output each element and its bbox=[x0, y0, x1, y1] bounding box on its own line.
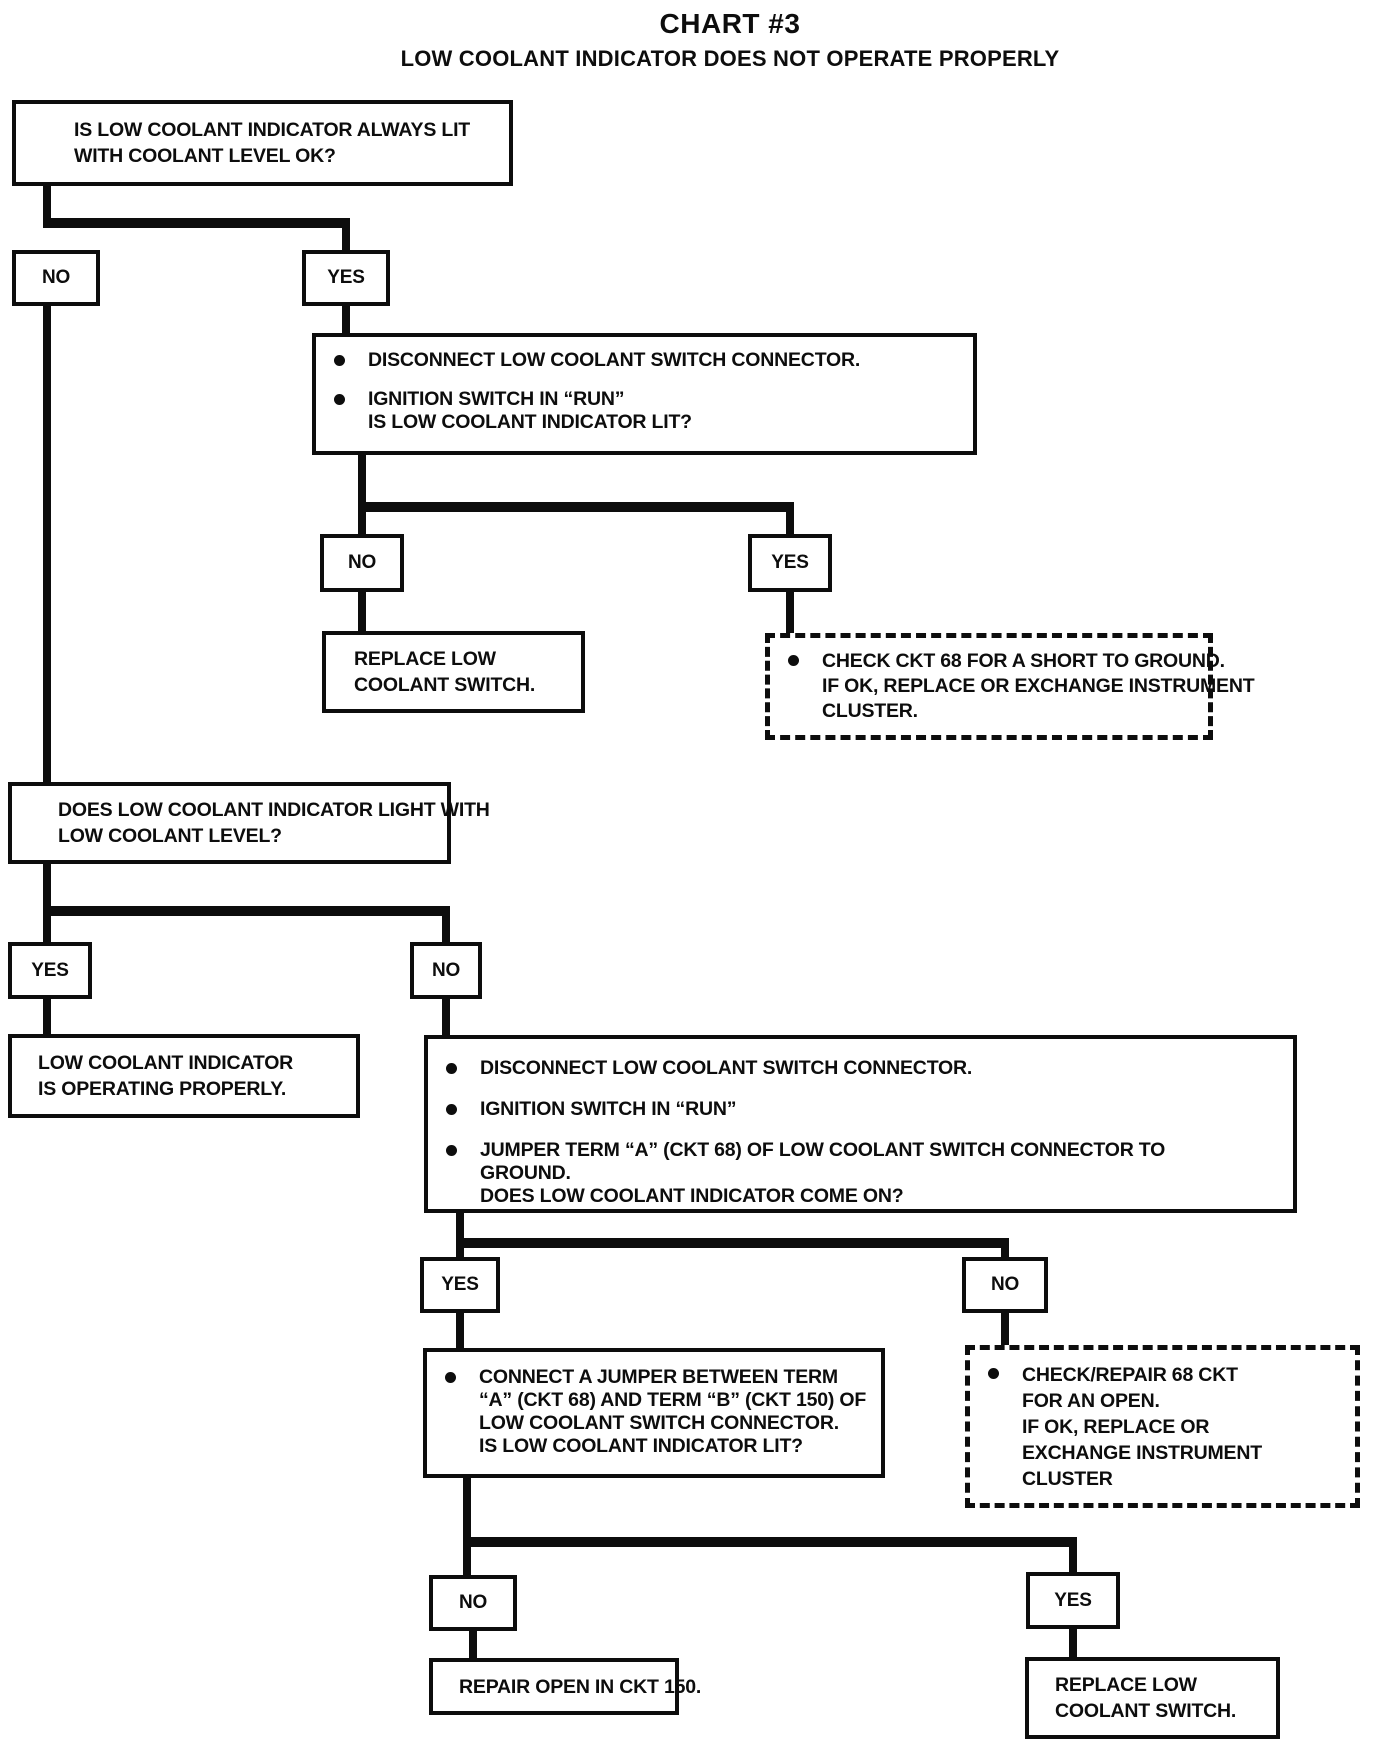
connector-line bbox=[342, 221, 350, 250]
decision-label: NO bbox=[431, 959, 461, 981]
decision-label: NO bbox=[347, 552, 377, 573]
bullet-icon bbox=[446, 1104, 457, 1115]
action-line: CHECK CKT 68 FOR A SHORT TO GROUND. bbox=[822, 650, 1225, 672]
connector-line bbox=[43, 906, 450, 916]
question-line: IS LOW COOLANT INDICATOR ALWAYS LIT bbox=[74, 119, 470, 141]
result-line: REPLACE LOW bbox=[1055, 1674, 1197, 1696]
action-line: IF OK, REPLACE OR EXCHANGE INSTRUMENT bbox=[822, 675, 1255, 697]
decision-yes-1: YES bbox=[302, 250, 390, 306]
action-line: DISCONNECT LOW COOLANT SWITCH CONNECTOR. bbox=[480, 1057, 973, 1079]
bullet-icon bbox=[788, 655, 799, 666]
decision-yes-5: YES bbox=[1026, 1572, 1120, 1629]
action-line: JUMPER TERM “A” (CKT 68) OF LOW COOLANT … bbox=[480, 1139, 1166, 1161]
action-line: DOES LOW COOLANT INDICATOR COME ON? bbox=[480, 1185, 904, 1207]
connector-line bbox=[463, 1478, 471, 1575]
connector-line bbox=[1069, 1540, 1077, 1572]
result-line: COOLANT SWITCH. bbox=[1055, 1700, 1237, 1722]
result-line: LOW COOLANT INDICATOR bbox=[38, 1052, 294, 1074]
connector-line bbox=[1001, 1313, 1009, 1345]
node-action-jumper-a-b: CONNECT A JUMPER BETWEEN TERM “A” (CKT 6… bbox=[423, 1348, 885, 1478]
decision-yes-4: YES bbox=[420, 1257, 500, 1313]
node-check-repair-ckt68-open: CHECK/REPAIR 68 CKT FOR AN OPEN. IF OK, … bbox=[965, 1345, 1360, 1508]
chart-subtitle: LOW COOLANT INDICATOR DOES NOT OPERATE P… bbox=[400, 46, 1060, 71]
decision-no-2: NO bbox=[320, 534, 404, 592]
connector-line bbox=[358, 502, 794, 512]
node-replace-switch-1: REPLACE LOW COOLANT SWITCH. bbox=[322, 631, 585, 713]
connector-line bbox=[43, 864, 51, 942]
decision-label: NO bbox=[41, 267, 71, 288]
bullet-icon bbox=[334, 394, 345, 405]
bullet-icon bbox=[334, 355, 345, 366]
action-line: IF OK, REPLACE OR bbox=[1022, 1416, 1210, 1438]
connector-line bbox=[1069, 1629, 1077, 1657]
node-question-always-lit: IS LOW COOLANT INDICATOR ALWAYS LIT WITH… bbox=[12, 100, 513, 186]
question-line: DOES LOW COOLANT INDICATOR LIGHT WITH bbox=[58, 799, 490, 821]
result-line: IS OPERATING PROPERLY. bbox=[38, 1078, 287, 1100]
decision-label: NO bbox=[458, 1592, 488, 1613]
decision-no-1: NO bbox=[12, 250, 100, 306]
decision-label: YES bbox=[1054, 1589, 1092, 1611]
decision-label: YES bbox=[441, 1274, 479, 1295]
connector-line bbox=[358, 455, 366, 534]
connector-line bbox=[456, 1238, 1009, 1248]
action-line: “A” (CKT 68) AND TERM “B” (CKT 150) OF bbox=[479, 1389, 867, 1411]
connector-line bbox=[786, 592, 794, 633]
node-action-jumper-to-ground: DISCONNECT LOW COOLANT SWITCH CONNECTOR.… bbox=[424, 1035, 1297, 1213]
question-line: LOW COOLANT LEVEL? bbox=[58, 825, 282, 847]
result-line: REPAIR OPEN IN CKT 150. bbox=[459, 1675, 702, 1698]
connector-line bbox=[43, 185, 51, 227]
connector-line bbox=[456, 1213, 464, 1257]
action-line: CLUSTER bbox=[1022, 1468, 1113, 1490]
connector-line bbox=[463, 1537, 1077, 1547]
decision-label: YES bbox=[327, 267, 365, 288]
connector-line bbox=[358, 592, 366, 631]
connector-line bbox=[469, 1631, 477, 1658]
question-line: WITH COOLANT LEVEL OK? bbox=[74, 145, 336, 167]
action-line: CHECK/REPAIR 68 CKT bbox=[1022, 1364, 1238, 1386]
node-check-ckt68-short: CHECK CKT 68 FOR A SHORT TO GROUND. IF O… bbox=[765, 633, 1255, 740]
connector-line bbox=[43, 218, 350, 228]
connector-line bbox=[1001, 1241, 1009, 1257]
decision-label: NO bbox=[990, 1274, 1020, 1295]
action-line: IGNITION SWITCH IN “RUN” bbox=[368, 388, 625, 410]
action-line: GROUND. bbox=[480, 1162, 571, 1184]
connector-line bbox=[442, 999, 450, 1035]
action-line: DISCONNECT LOW COOLANT SWITCH CONNECTOR. bbox=[368, 349, 861, 371]
decision-label: YES bbox=[771, 552, 809, 573]
decision-no-4: NO bbox=[962, 1257, 1048, 1313]
action-line: IGNITION SWITCH IN “RUN” bbox=[480, 1098, 737, 1120]
node-operating-properly: LOW COOLANT INDICATOR IS OPERATING PROPE… bbox=[8, 1034, 360, 1118]
node-question-light-with-low-level: DOES LOW COOLANT INDICATOR LIGHT WITH LO… bbox=[8, 782, 490, 864]
connector-line bbox=[342, 306, 350, 333]
connector-line bbox=[43, 999, 51, 1034]
result-line: COOLANT SWITCH. bbox=[354, 674, 536, 696]
action-line: IS LOW COOLANT INDICATOR LIT? bbox=[368, 411, 692, 433]
node-repair-open-ckt150: REPAIR OPEN IN CKT 150. bbox=[429, 1658, 702, 1715]
bullet-icon bbox=[988, 1368, 999, 1379]
bullet-icon bbox=[445, 1372, 456, 1383]
result-line: REPLACE LOW bbox=[354, 648, 496, 670]
node-replace-switch-2: REPLACE LOW COOLANT SWITCH. bbox=[1025, 1657, 1280, 1739]
bullet-icon bbox=[446, 1145, 457, 1156]
connector-line bbox=[43, 306, 51, 782]
action-line: EXCHANGE INSTRUMENT bbox=[1022, 1442, 1262, 1464]
action-line: CONNECT A JUMPER BETWEEN TERM bbox=[479, 1366, 838, 1388]
action-line: CLUSTER. bbox=[822, 700, 918, 722]
action-line: FOR AN OPEN. bbox=[1022, 1390, 1160, 1412]
decision-label: YES bbox=[31, 959, 69, 981]
decision-no-5: NO bbox=[429, 1575, 517, 1631]
action-line: IS LOW COOLANT INDICATOR LIT? bbox=[479, 1435, 803, 1457]
connector-line bbox=[456, 1313, 464, 1348]
node-action-disconnect-1: DISCONNECT LOW COOLANT SWITCH CONNECTOR.… bbox=[312, 333, 977, 455]
connector-line bbox=[786, 505, 794, 534]
decision-yes-3: YES bbox=[8, 942, 92, 999]
decision-no-3: NO bbox=[410, 942, 482, 999]
decision-yes-2: YES bbox=[748, 534, 832, 592]
action-line: LOW COOLANT SWITCH CONNECTOR. bbox=[479, 1412, 839, 1434]
bullet-icon bbox=[446, 1063, 457, 1074]
connector-line bbox=[442, 909, 450, 942]
chart-title: CHART #3 bbox=[659, 8, 801, 39]
